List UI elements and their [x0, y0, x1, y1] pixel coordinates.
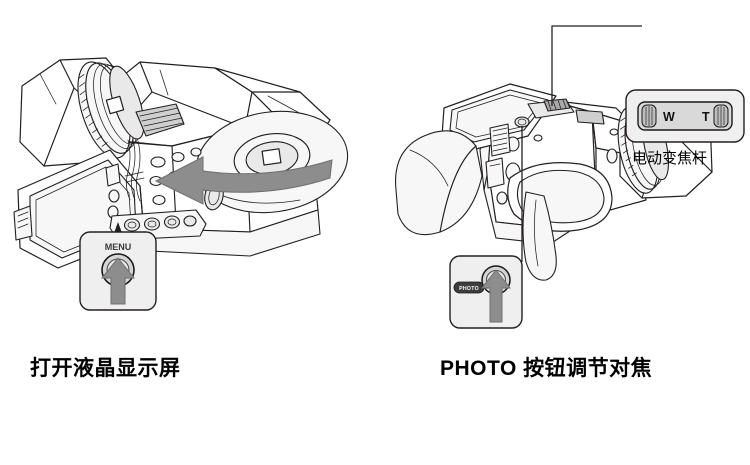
- right-panel-caption: PHOTO 按钮调节对焦: [440, 357, 653, 380]
- menu-callout-label: MENU: [105, 242, 132, 252]
- zoom-lever-tele-label: T: [702, 110, 710, 124]
- camcorder-right-rear-view: [395, 25, 713, 281]
- open-lcd-arrow: [154, 156, 333, 205]
- menu-press-arrow: [100, 257, 136, 305]
- lcd-screen-panel-right[interactable]: [441, 83, 557, 151]
- camcorder-left-front-view: [13, 57, 349, 269]
- left-instruction-panel: MENU 打开液晶显示屏: [13, 57, 349, 380]
- menu-button-callout[interactable]: MENU: [72, 228, 192, 338]
- photo-badge-label: PHOTO: [459, 286, 479, 292]
- top-controls-right: [506, 98, 619, 152]
- grip-belt: [507, 162, 613, 281]
- photo-button-on-body[interactable]: [514, 116, 530, 128]
- power-zoom-lever-caption: 电动变焦杆: [632, 150, 708, 167]
- power-zoom-lever-callout[interactable]: W T: [622, 86, 750, 156]
- rear-panel-detail: [485, 123, 533, 205]
- photo-button-callout[interactable]: PHOTO: [444, 252, 554, 342]
- lens-hood-assembly: [19, 57, 185, 167]
- photo-press-arrow: [480, 269, 512, 323]
- zoom-lever-leader-line: [551, 25, 642, 106]
- zoom-lever-body[interactable]: [637, 101, 733, 131]
- eyecup-viewfinder-right: [395, 130, 483, 236]
- left-panel-caption: 打开液晶显示屏: [30, 357, 181, 380]
- right-instruction-panel: PHOTO W: [380, 0, 750, 465]
- zoom-lever-wide-label: W: [663, 110, 675, 124]
